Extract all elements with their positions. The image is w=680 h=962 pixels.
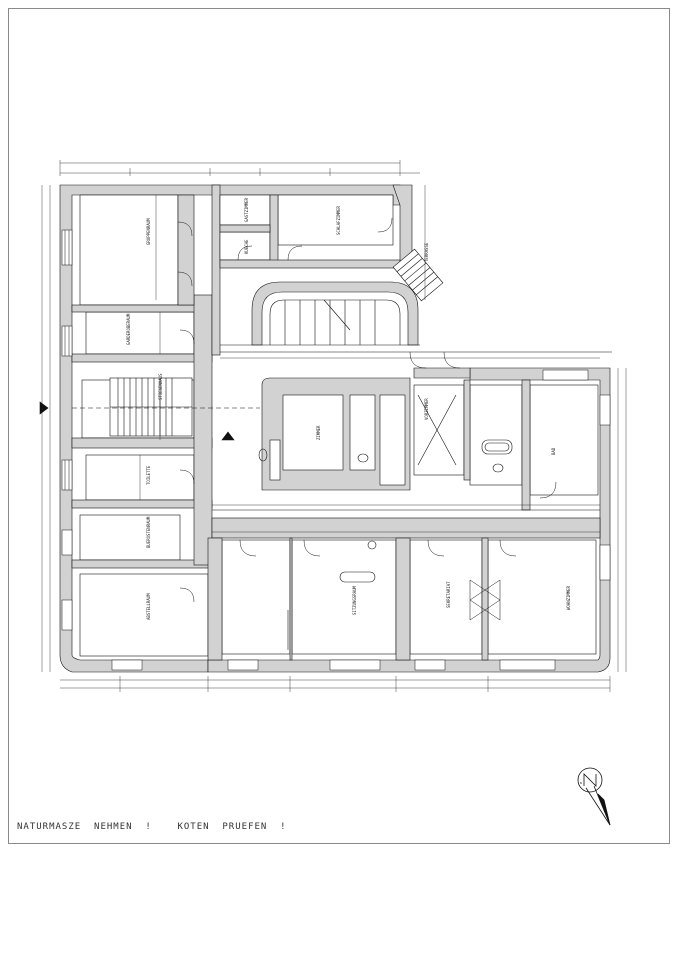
room-label-r3: TOILETTE — [146, 465, 151, 485]
room-label-r12: SITZUNGSRAUM — [352, 586, 357, 615]
dimension-lines — [41, 160, 627, 692]
room-label-r16: STIEGENHAUS — [158, 373, 163, 400]
room-label-r9: SCHLAFZIMMER — [336, 206, 341, 235]
room-label-r6: GASTZIMMER — [244, 197, 249, 222]
round-staircase — [220, 281, 612, 353]
exterior-walls — [59, 184, 611, 673]
door-swings — [177, 217, 557, 603]
north-label: N — [580, 781, 582, 785]
room-label-r8: BAD — [551, 447, 556, 455]
room-label-r14: SEKRETARIAT — [446, 581, 451, 608]
north-arrow-icon — [577, 767, 611, 826]
room-label-r13: VORZIMMER — [424, 398, 429, 420]
room-label-r11: ZIMMER — [316, 425, 321, 440]
angled-staircase — [392, 248, 444, 302]
room-labels: GRUPPENRAUM GARDEROBERAUM TOILETTE BUERO… — [126, 197, 571, 620]
room-label-r15: WOHNZIMMER — [566, 585, 571, 610]
room-label-r1: GRUPPENRAUM — [146, 218, 151, 245]
windows — [61, 229, 611, 671]
drawing-sheet-frame — [8, 8, 670, 844]
room-label-r4: BUEROSTENRAUM — [146, 516, 151, 548]
lower-rooms — [207, 509, 601, 661]
upper-middle-rooms — [211, 184, 401, 356]
drawing-note: NATURMASZE NEHMEN ! KOTEN PRUEFEN ! — [17, 822, 287, 832]
central-core — [258, 377, 599, 511]
section-markers — [39, 401, 260, 441]
room-label-r7: KUECHE — [244, 239, 249, 254]
room-label-r10: TERRASSE — [424, 242, 429, 262]
left-staircase — [109, 377, 193, 437]
room-label-r2: GARDEROBERAUM — [126, 313, 131, 345]
room-label-r5: ABSTELLRAUM — [146, 593, 151, 620]
